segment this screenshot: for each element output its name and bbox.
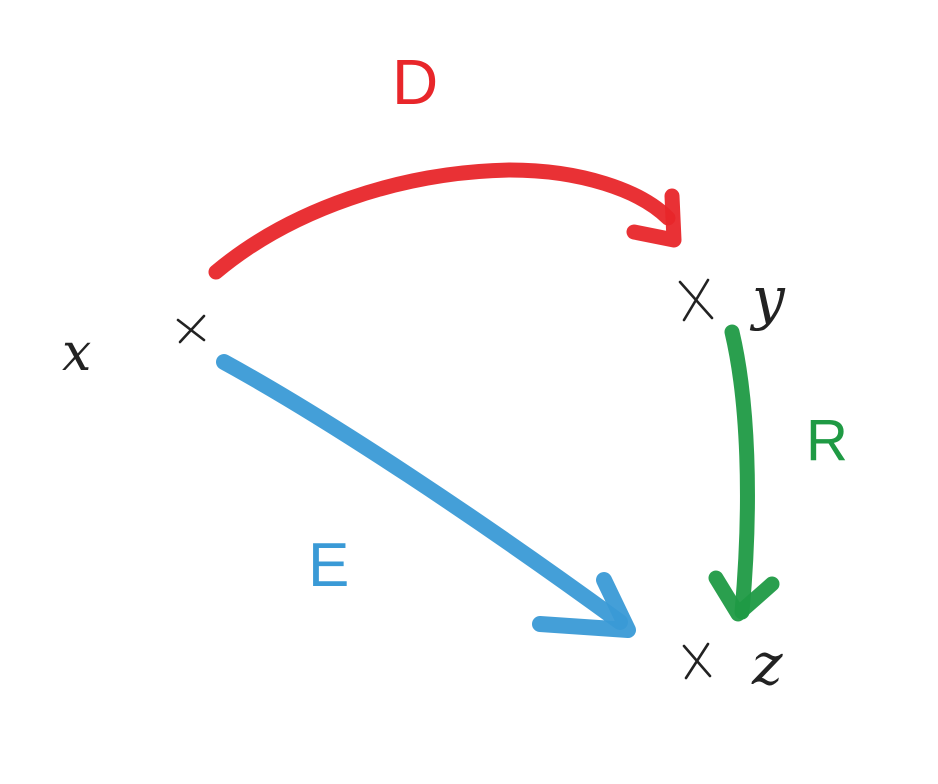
edge-d-arrowhead <box>626 188 682 248</box>
edge-e-arrow <box>216 354 636 638</box>
edge-d-arrow <box>208 162 682 280</box>
edge-e-label: E <box>308 531 349 600</box>
edge-r-label: R <box>806 408 848 473</box>
node-y-label: y <box>749 264 786 332</box>
edge-d-label: D <box>392 46 438 118</box>
node-z-marker <box>682 642 712 680</box>
edge-e-line <box>216 354 628 630</box>
node-y-marker <box>678 278 714 322</box>
node-x-label: x <box>62 323 91 383</box>
node-z-label: z <box>751 630 783 698</box>
edge-r-arrow <box>708 324 780 622</box>
edge-r-arrowhead <box>708 570 780 622</box>
node-x-marker <box>176 314 206 344</box>
edge-e-arrowhead <box>532 572 636 638</box>
edge-r-line <box>724 324 755 620</box>
edge-d-line <box>208 162 676 280</box>
